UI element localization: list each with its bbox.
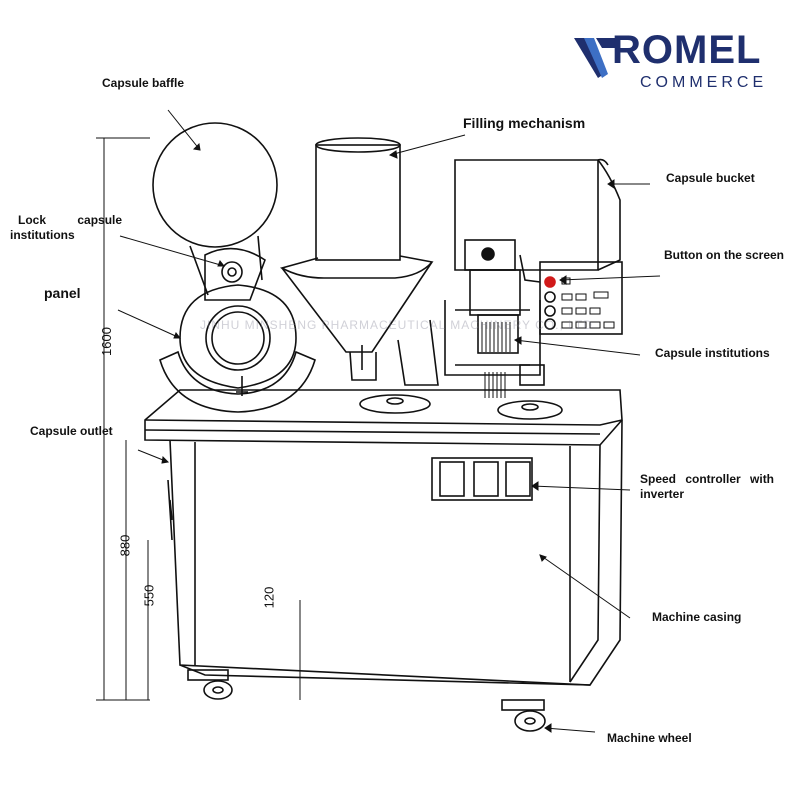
dimension-lines — [96, 137, 301, 701]
label-lock-capsule-line2: institutions — [10, 228, 75, 242]
label-speed-controller: Speed controller with inverter — [640, 472, 774, 502]
logo-subtitle: COMMERCE — [640, 74, 768, 91]
label-capsule-institutions: Capsule institutions — [655, 346, 770, 360]
capsule-bucket — [454, 159, 599, 271]
watermark-text: JINHU MINSHENG PHARMACEUTICAL MACHINERY … — [200, 318, 593, 332]
label-button-on-screen: Button on the screen — [664, 248, 785, 262]
label-machine-wheel: Machine wheel — [607, 731, 692, 745]
label-lock-capsule-line1: Lock capsule — [18, 213, 123, 227]
label-capsule-outlet: Capsule outlet — [30, 424, 113, 438]
label-speed-controller-line2: inverter — [640, 487, 685, 501]
dim-clearance: 120 — [261, 586, 277, 609]
label-capsule-baffle: Capsule baffle — [102, 76, 185, 90]
dim-table-height: 880 — [117, 534, 133, 557]
romel-logo-icon — [574, 38, 618, 78]
machine-wheels — [187, 669, 546, 732]
control-screen — [539, 261, 623, 335]
label-lock-capsule: Lock capsule institutions — [10, 213, 123, 243]
label-filling-mechanism: Filling mechanism — [463, 115, 586, 131]
dim-mid-height: 550 — [141, 584, 157, 607]
capsule-baffle-disc — [152, 122, 278, 248]
filling-hopper — [315, 144, 401, 261]
speed-controller-panel — [431, 457, 533, 501]
machine-casing — [169, 419, 623, 686]
label-panel: panel — [44, 285, 81, 301]
drum-housing — [179, 284, 297, 389]
logo-brand: ROMEL — [612, 28, 762, 72]
label-capsule-bucket: Capsule bucket — [666, 171, 755, 185]
label-speed-controller-line1: Speed controller with — [640, 472, 775, 486]
dim-total-height: 1600 — [98, 327, 114, 356]
leader-lines — [117, 109, 661, 733]
label-machine-casing: Machine casing — [652, 610, 742, 624]
